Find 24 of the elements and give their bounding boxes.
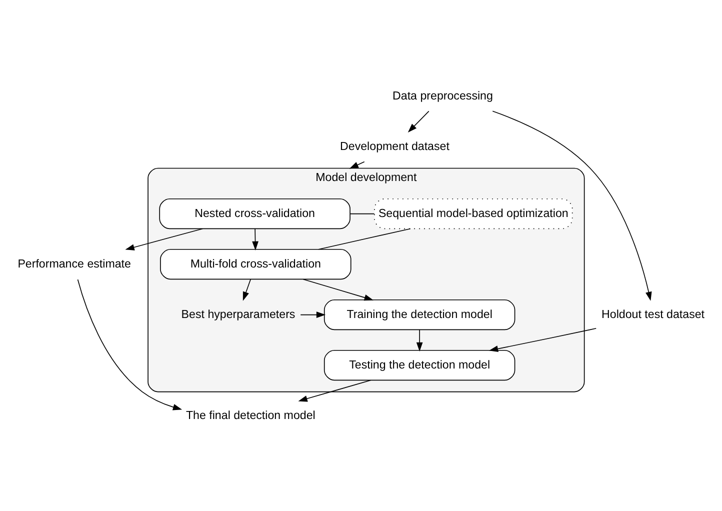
node-box: Sequential model-based optimization (374, 198, 573, 229)
node-text: The final detection model (186, 409, 316, 422)
node-text: Development dataset (340, 140, 450, 152)
node-text: Performance estimate (18, 258, 131, 270)
node-box: Testing the detection model (324, 349, 516, 380)
connector (318, 228, 411, 250)
arrow (492, 110, 652, 300)
node-text: Data preprocessing (392, 90, 493, 102)
arrow (349, 160, 365, 168)
arrow (416, 328, 423, 351)
node-box: Training the detection model (324, 298, 516, 330)
node-text: Best hyperparameters (181, 308, 296, 320)
arrow (408, 110, 430, 132)
arrow (252, 228, 258, 250)
arrow (242, 278, 252, 300)
arrow (488, 327, 597, 352)
arrow (125, 228, 204, 250)
arrow (302, 278, 374, 300)
node-box: Nested cross-validation (159, 198, 350, 229)
node-text: Holdout test dataset (602, 308, 705, 320)
node-box: Multi-fold cross-validation (160, 248, 352, 280)
arrow (300, 311, 326, 318)
connector (350, 212, 375, 214)
arrow (77, 278, 182, 410)
